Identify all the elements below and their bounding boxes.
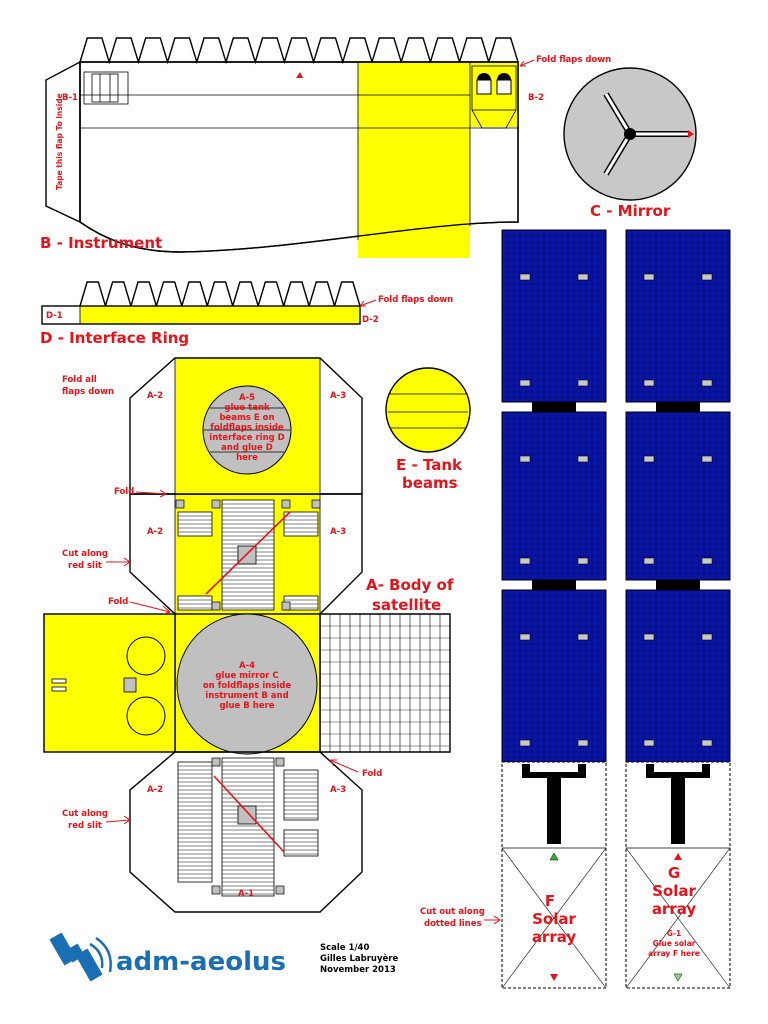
- part-a-title-line1: A- Body of: [366, 576, 454, 594]
- a5-note-line-4: interface ring D: [209, 433, 284, 443]
- part-g-glue-note-line2: Glue solar: [653, 939, 696, 948]
- part-b-fold-flaps: [79, 37, 519, 65]
- part-e-tank-beams: E - Tank beams: [385, 367, 471, 492]
- part-e-title-line2: beams: [402, 474, 458, 492]
- part-a-label-a2-top: A-2: [147, 391, 163, 401]
- a4-note-line-4: glue B here: [220, 701, 275, 711]
- part-f-cut-note-line2: dotted lines: [424, 919, 482, 929]
- note-cut-slit-1b: red slit: [68, 561, 102, 571]
- note-fold-2: Fold: [108, 597, 128, 607]
- part-a-label-a2-bot: A-2: [147, 785, 163, 795]
- note-cut-slit-2a: Cut along: [62, 809, 108, 819]
- part-b-title: B - Instrument: [40, 234, 162, 252]
- part-d-fold-note: Fold flaps down: [378, 295, 453, 305]
- part-f-title-line3: array: [532, 928, 577, 946]
- note-fold-all-line1: Fold all: [62, 375, 97, 385]
- solar-panel: [501, 229, 607, 403]
- part-a-striped-flap: [320, 614, 450, 752]
- part-g-glue-note-line1: G-1: [667, 929, 682, 938]
- date-text: November 2013: [320, 965, 396, 975]
- part-a-label-a3-bot: A-3: [330, 785, 346, 795]
- note-fold-all-line2: flaps down: [62, 387, 114, 397]
- a4-note-line-2: on foldflaps inside: [203, 681, 292, 691]
- a4-note-line-3: instrument B and: [205, 691, 288, 701]
- part-g-title-line3: array: [652, 900, 697, 918]
- part-g-glue-note-line3: array F here: [648, 949, 700, 958]
- part-d-fold-flaps: [79, 281, 361, 309]
- note-cut-slit-2b: red slit: [68, 821, 102, 831]
- part-d-label-d1: D-1: [46, 311, 63, 321]
- a5-note-line-5: and glue D: [221, 443, 273, 453]
- a4-note-line-0: A-4: [239, 661, 255, 671]
- part-b-fold-note: Fold flaps down: [536, 55, 611, 65]
- author-text: Gilles Labruyère: [320, 953, 398, 964]
- a5-note-line-3: foldflaps inside: [210, 423, 284, 433]
- scale-text: Scale 1/40: [320, 943, 369, 953]
- part-a-tank-grid-lower: [177, 757, 319, 897]
- part-b-instrument: B-1 B-2 Tape this flap To inside Fold fl…: [40, 37, 611, 258]
- solar-panel: [625, 589, 731, 763]
- note-fold-1: Fold: [114, 487, 134, 497]
- solar-arrays: [501, 229, 731, 989]
- a4-note-line-1: glue mirror C: [215, 671, 278, 681]
- note-fold-3: Fold: [362, 769, 382, 779]
- part-a-label-a1: A-1: [238, 889, 254, 899]
- part-f-cut-note-line1: Cut out along: [420, 907, 485, 917]
- a5-note-line-1: glue tank: [224, 403, 270, 413]
- part-g-title-line1: G: [668, 864, 680, 882]
- footer: adm-aeolus Scale 1/40 Gilles Labruyère N…: [49, 932, 398, 982]
- part-c-title: C - Mirror: [590, 202, 671, 220]
- note-cut-slit-1a: Cut along: [62, 549, 108, 559]
- part-b-label-b1: B-1: [62, 93, 78, 103]
- part-b-tape-note: Tape this flap To inside: [55, 93, 64, 190]
- part-b-label-b2: B-2: [528, 93, 544, 103]
- part-f-solar-array-labels: F Solar array Cut out along dotted lines: [420, 892, 576, 946]
- solar-panel: [501, 589, 607, 763]
- a5-note-line-0: A-5: [239, 393, 255, 403]
- solar-panel: [625, 229, 731, 403]
- part-c-mirror: C - Mirror: [563, 67, 697, 220]
- part-b-triangle-marker: [296, 72, 303, 78]
- part-a-label-a3-mid: A-3: [330, 527, 346, 537]
- part-f-title-line1: F: [545, 892, 555, 910]
- part-d-interface-ring: D-1 D-2 Fold flaps down D - Interface Ri…: [40, 281, 453, 347]
- a5-note-line-6: here: [236, 453, 258, 463]
- part-d-title: D - Interface Ring: [40, 329, 189, 347]
- satellite-logo-icon: [49, 932, 112, 982]
- part-a-title-line2: satellite: [372, 596, 441, 614]
- brand-name: adm-aeolus: [116, 947, 286, 977]
- part-e-title-line1: E - Tank: [396, 456, 463, 474]
- part-g-title-line2: Solar: [652, 882, 696, 900]
- part-g-solar-array-labels: G Solar array G-1 Glue solar array F her…: [648, 864, 700, 958]
- part-a-label-a2-mid: A-2: [147, 527, 163, 537]
- part-f-title-line2: Solar: [532, 910, 576, 928]
- part-a-label-a3-top: A-3: [330, 391, 346, 401]
- a5-note-line-2: beams E on: [219, 413, 274, 423]
- part-d-label-d2: D-2: [362, 315, 379, 325]
